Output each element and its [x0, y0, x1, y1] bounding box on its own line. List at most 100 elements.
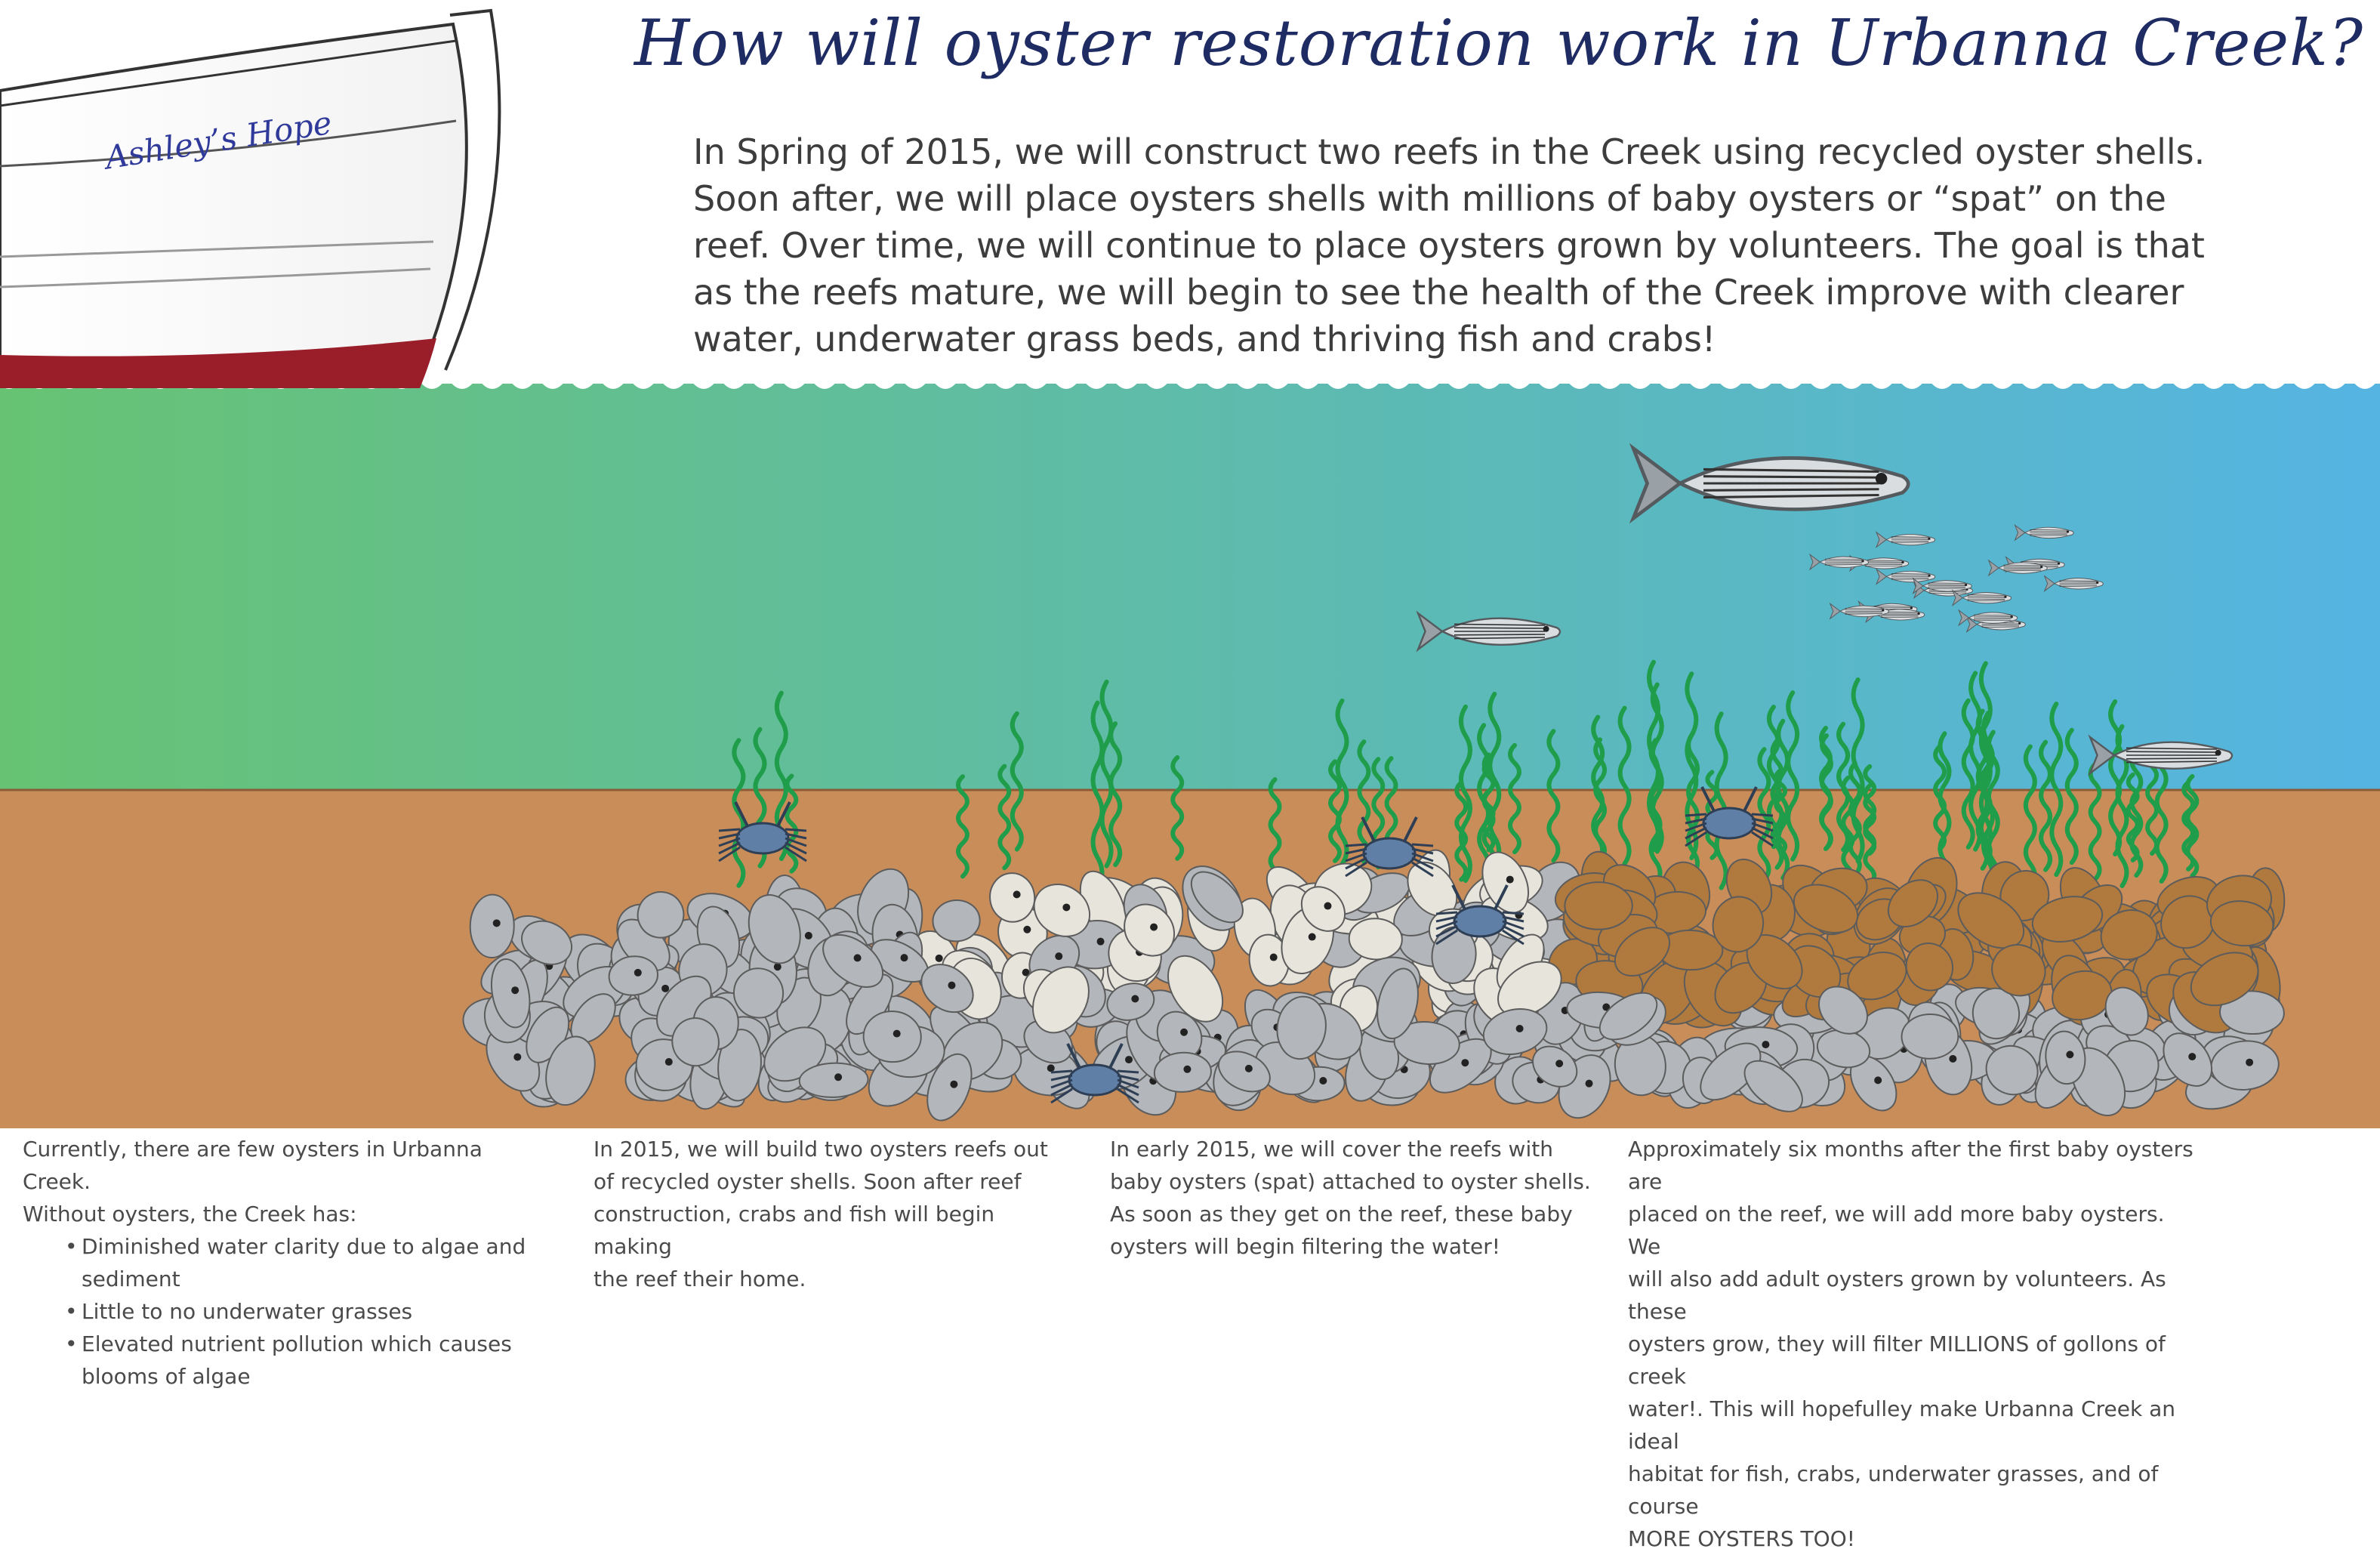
crab-shell [1703, 808, 1755, 838]
problem-item: Elevated nutrient pollution which causes… [65, 1328, 551, 1393]
fish-eye [2096, 582, 2098, 584]
oyster-shell-hinge [661, 985, 669, 992]
oyster-shell-hinge [511, 986, 519, 994]
caption-line: baby oysters (spat) attached to oyster s… [1110, 1165, 1593, 1198]
oyster-shell-hinge [1131, 995, 1139, 1002]
fish-eye [1543, 626, 1549, 632]
crab-shell [1454, 906, 1506, 936]
oyster-shell-hinge [1245, 1065, 1253, 1072]
oyster-shell-hinge [1097, 938, 1105, 946]
fish-eye [1928, 538, 1930, 540]
oyster-shell-hinge [1949, 1055, 1956, 1063]
crab-leg [1051, 1071, 1072, 1072]
fish-stripe [2126, 758, 2217, 759]
caption-line: Approximately six months after the first… [1628, 1133, 2202, 1198]
oyster-shell-hinge [1180, 1029, 1188, 1036]
oyster-shell-hinge [1047, 1064, 1055, 1072]
caption-line: MORE OYSTERS TOO! [1628, 1523, 2202, 1555]
intro-line: water, underwater grass beds, and thrivi… [693, 319, 1716, 359]
oyster-shell-hinge [1270, 954, 1278, 961]
crab-leg [1503, 912, 1524, 914]
oyster-shell-hinge [1555, 1060, 1563, 1067]
oyster-shell-hinge [665, 1058, 673, 1066]
oyster-shell-hinge [1055, 952, 1062, 960]
fish-eye [2011, 616, 2013, 618]
fish-eye [2067, 530, 2069, 532]
oyster-shell-hinge [893, 1030, 901, 1038]
caption-line: In 2015, we will build two oysters reefs… [593, 1133, 1077, 1165]
fish-eye [2058, 562, 2060, 564]
oyster-shell-hinge [1586, 1080, 1593, 1088]
oyster-shell-hinge [805, 932, 812, 939]
caption-line: oysters grow, they will filter MILLIONS … [1628, 1328, 2202, 1393]
intro-line: reef. Over time, we will continue to pla… [693, 225, 2205, 266]
oyster-shell-hinge [2246, 1059, 2253, 1066]
oyster-shell-hinge [1125, 1056, 1133, 1063]
fish-eye [1917, 612, 1919, 615]
page-title: How will oyster restoration work in Urba… [634, 6, 2356, 80]
oyster-shell-hinge [1506, 876, 1514, 884]
caption-line: habitat for fish, crabs, underwater gras… [1628, 1458, 2202, 1523]
oyster-shell-hinge [1516, 1025, 1524, 1032]
fish-eye [1928, 574, 1930, 576]
caption-line: the reef their home. [593, 1263, 1077, 1295]
fish-eye [1882, 609, 1884, 611]
intro-line: as the reefs mature, we will begin to se… [693, 272, 2184, 313]
oyster-shell-hinge [950, 1081, 957, 1088]
caption-line: placed on the reef, we will add more bab… [1628, 1198, 2202, 1263]
crab-shell [737, 823, 788, 853]
oyster-shell-hinge [774, 963, 782, 970]
fish-stripe [1454, 634, 1545, 635]
caption-line: oysters will begin filtering the water! [1110, 1230, 1593, 1263]
intro-line: In Spring of 2015, we will construct two… [693, 131, 2205, 172]
caption-line: As soon as they get on the reef, these b… [1110, 1198, 1593, 1230]
oyster-shell [1901, 1014, 1959, 1059]
crab-leg [719, 829, 740, 831]
fish-eye [1965, 584, 1967, 586]
crab-leg [1685, 814, 1706, 816]
caption-line: water!. This will hopefulley make Urbann… [1628, 1393, 2202, 1458]
oyster-shell [1565, 882, 1632, 930]
oyster-shell-hinge [2066, 1051, 2073, 1058]
caption-line: of recycled oyster shells. Soon after re… [593, 1165, 1077, 1198]
crab-leg [1412, 844, 1433, 846]
oyster-shell [470, 894, 514, 958]
caption-current-state: Currently, there are few oysters in Urba… [23, 1133, 551, 1393]
fish-eye [1910, 606, 1913, 609]
fish-stripe [2126, 751, 2217, 752]
fish-eye [1876, 473, 1888, 485]
fish-eye [2215, 750, 2221, 756]
fish-eye [1901, 561, 1904, 563]
oyster-shell-hinge [1013, 890, 1021, 898]
fish-stripe [1703, 477, 1879, 478]
oyster-shell-hinge [1183, 1066, 1191, 1073]
oyster-shell-hinge [901, 954, 908, 961]
crab-leg [1436, 912, 1457, 914]
fish-stripe [1703, 489, 1879, 491]
intro-paragraph: In Spring of 2015, we will construct two… [693, 128, 2249, 363]
oyster-shell-hinge [1150, 924, 1158, 931]
oyster-shell-hinge [1324, 902, 1331, 910]
oyster-shell-hinge [2188, 1053, 2196, 1060]
oyster-shell-hinge [513, 1054, 521, 1061]
caption-add-spat: In early 2015, we will cover the reefs w… [1110, 1133, 1593, 1263]
oyster-shell-hinge [1062, 903, 1070, 911]
fish-eye [1861, 560, 1864, 562]
water [0, 384, 2380, 791]
crab-shell [1364, 838, 1415, 869]
caption-future-growth: Approximately six months after the first… [1628, 1133, 2202, 1555]
intro-line: Soon after, we will place oysters shells… [693, 178, 2166, 219]
problem-list: Diminished water clarity due to algae an… [23, 1230, 551, 1393]
crab-leg [785, 829, 806, 831]
caption-line: In early 2015, we will cover the reefs w… [1110, 1133, 1593, 1165]
crab-shell [1069, 1065, 1121, 1095]
caption-line: Currently, there are few oysters in Urba… [23, 1133, 551, 1198]
oyster-shell-hinge [493, 919, 501, 927]
oyster-shell-hinge [1461, 1059, 1469, 1066]
crab-leg [1118, 1071, 1139, 1072]
problem-item: Diminished water clarity due to algae an… [65, 1230, 551, 1295]
oyster-shell-hinge [948, 982, 955, 989]
oyster-shell-hinge [834, 1073, 842, 1081]
caption-build-reefs: In 2015, we will build two oysters reefs… [593, 1133, 1077, 1295]
oyster-shell-hinge [1023, 926, 1031, 933]
